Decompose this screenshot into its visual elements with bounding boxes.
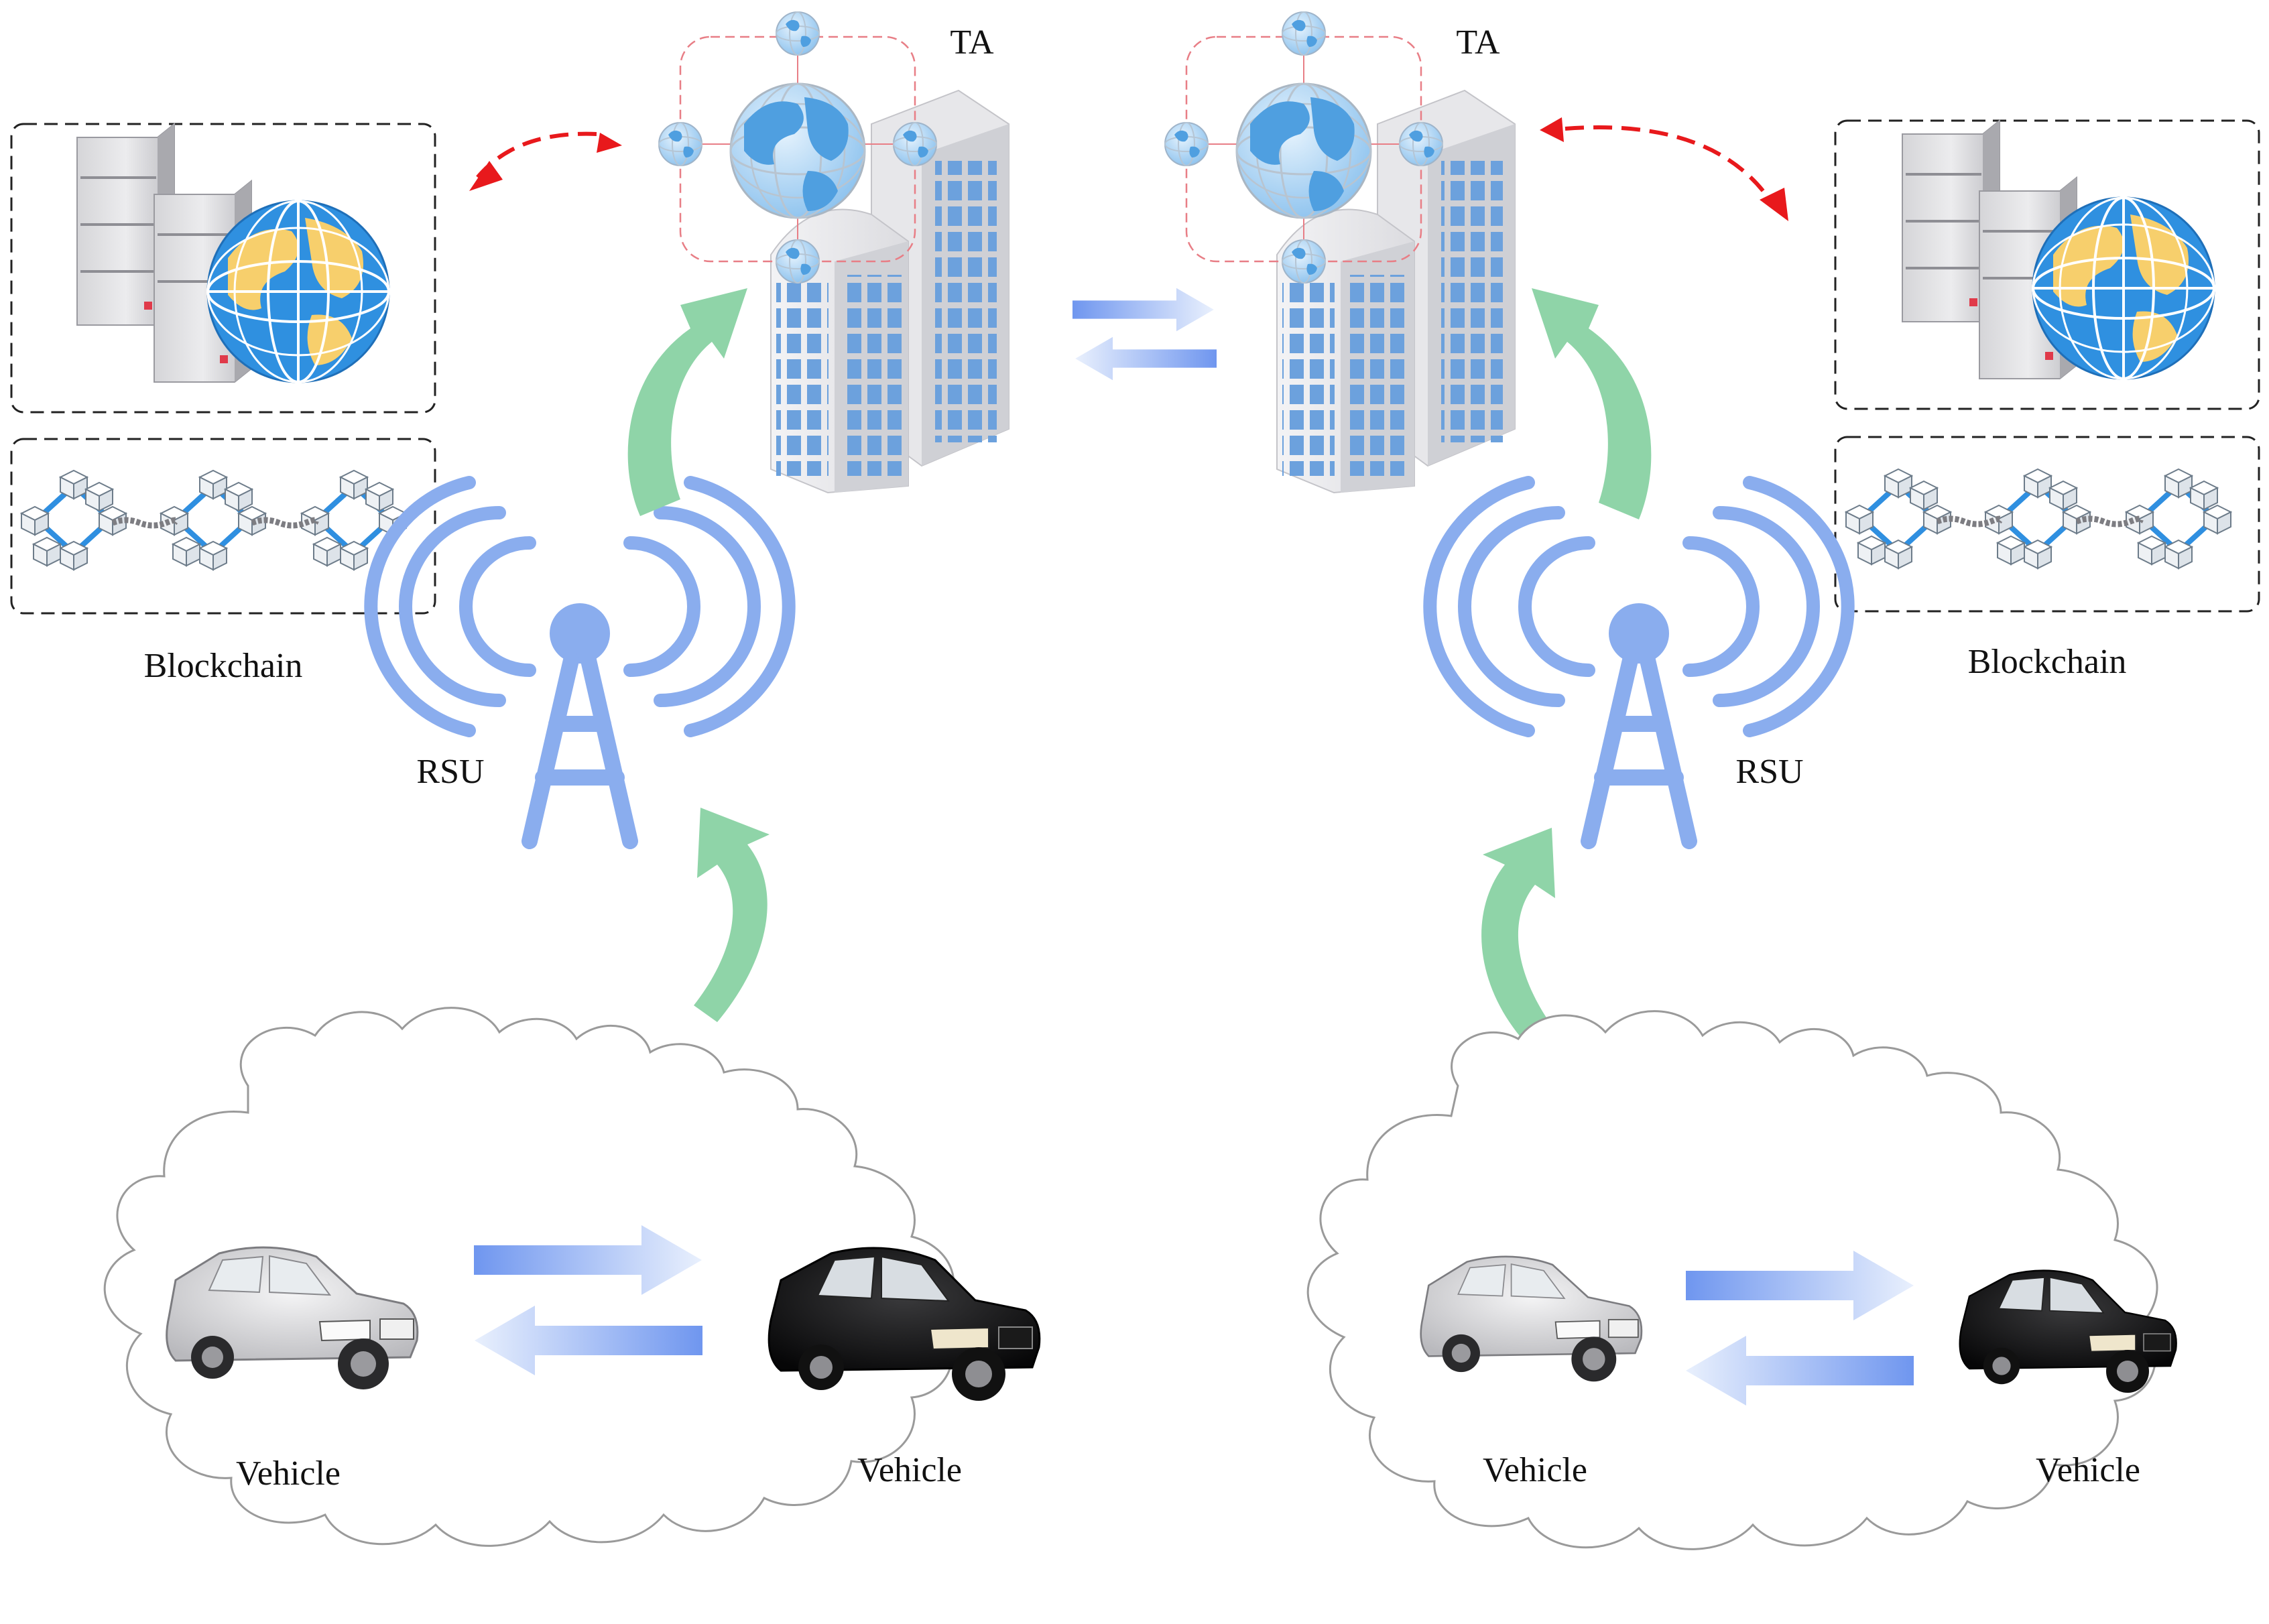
- rsu-node-right: RSU: [1423, 476, 1855, 849]
- network-globe-icon: [658, 11, 937, 284]
- uplink-arrow-vehicle-to-rsu-left: [694, 808, 770, 1022]
- building-icon: [1276, 89, 1516, 494]
- server-box-right: [1834, 119, 2260, 410]
- rsu-label-right: RSU: [1735, 753, 1803, 791]
- blockchain-panel-right: Blockchain: [1834, 119, 2260, 681]
- vehicle-label-1: Vehicle: [236, 1454, 341, 1493]
- chain-box-left: [10, 438, 436, 615]
- vehicle-label-3: Vehicle: [1483, 1451, 1587, 1489]
- silver-car-icon: [166, 1246, 419, 1389]
- building-icon: [770, 89, 1009, 494]
- black-car-icon: [1959, 1269, 2177, 1393]
- ta-label-right: TA: [1456, 23, 1500, 62]
- blockchain-panel-left: Blockchain: [10, 122, 436, 685]
- black-car-icon: [768, 1247, 1041, 1401]
- server-box-left: [10, 123, 436, 414]
- ta-exchange-arrows: [1072, 288, 1217, 381]
- ta-node-left: TA: [658, 11, 1009, 494]
- ta-label-left: TA: [950, 23, 994, 62]
- silver-car-icon: [1420, 1255, 1643, 1382]
- ta-node-right: TA: [1164, 11, 1516, 494]
- vehicle-cloud-left: [103, 1007, 955, 1547]
- rsu-node-left: RSU: [364, 476, 796, 849]
- server-globe-icon: [1902, 119, 2215, 380]
- blockchain-network-icon: [21, 471, 406, 570]
- server-globe-icon: [76, 122, 390, 383]
- blockchain-network-icon: [1846, 469, 2231, 568]
- network-globe-icon: [1164, 11, 1443, 284]
- sync-arrow-right: [1540, 117, 1788, 221]
- blockchain-label-left: Blockchain: [144, 647, 303, 685]
- uplink-arrow-rsu-to-ta-left: [627, 288, 747, 516]
- vehicle-label-2: Vehicle: [857, 1451, 962, 1489]
- blockchain-label-right: Blockchain: [1968, 643, 2127, 681]
- rsu-label-left: RSU: [416, 753, 484, 791]
- radio-tower-icon: [364, 476, 796, 849]
- uplink-arrow-rsu-to-ta-right: [1532, 288, 1652, 519]
- vehicle-label-4: Vehicle: [2036, 1451, 2140, 1489]
- chain-box-right: [1834, 436, 2260, 613]
- uplink-arrow-vehicle-to-rsu-right: [1481, 828, 1555, 1042]
- sync-arrow-left: [469, 131, 622, 191]
- radio-tower-icon: [1423, 476, 1855, 849]
